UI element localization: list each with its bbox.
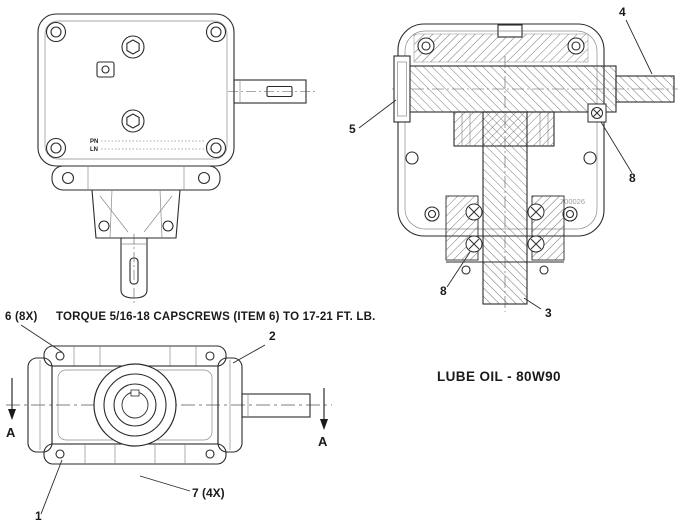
leader-line-7: [139, 475, 191, 492]
aa-top-flange: [43, 345, 227, 367]
front-output-shaft: [120, 234, 148, 306]
pn-label: PN: [90, 139, 98, 145]
gearbox-section-aa-view: A A: [6, 345, 332, 465]
leader-line-2: [232, 344, 266, 364]
front-lower-housing: [91, 189, 181, 239]
front-corner-capscrews: [45, 21, 227, 159]
front-input-shaft: [228, 79, 316, 104]
section-arrow-left: [8, 409, 16, 420]
callout-2-label: 2: [269, 329, 276, 343]
leader-line-1: [40, 459, 63, 515]
lube-oil-note: LUBE OIL - 80W90: [437, 369, 561, 384]
leader-line-8-bottom: [446, 251, 471, 288]
leader-line-4: [625, 19, 653, 75]
front-bottom-flange: [51, 165, 221, 191]
section-marker-a-left: A: [6, 378, 16, 440]
section-bearings: [465, 103, 607, 253]
aa-bottom-flange: [43, 443, 227, 465]
callout-8-top-label: 8: [629, 171, 636, 185]
section-end-cap: [393, 55, 411, 123]
front-housing-inner-face: [44, 20, 228, 160]
callout-4-label: 4: [619, 5, 626, 19]
ln-label: LN: [90, 147, 98, 153]
leader-line-8-top: [600, 121, 633, 174]
part-number-watermark: 700026: [560, 197, 585, 206]
leader-line-5: [358, 99, 397, 129]
section-letter-a-left: A: [6, 425, 16, 440]
callout-7-label: 7 (4X): [192, 486, 225, 500]
section-marker-a-right: A: [318, 388, 328, 449]
callout-1-label: 1: [35, 509, 42, 523]
front-nameplate-boss: [96, 61, 115, 78]
callout-8-bottom-label: 8: [440, 284, 447, 298]
aa-side-shaft: [241, 393, 311, 418]
aa-center-bore: [93, 363, 177, 447]
section-housing-wall-hatch: [413, 33, 589, 63]
front-center-hex-bolts: [121, 35, 145, 133]
callout-3-label: 3: [545, 306, 552, 320]
section-letter-a-right: A: [318, 434, 328, 449]
callout-5-label: 5: [349, 122, 356, 136]
section-input-shaft-extension: [615, 75, 675, 103]
leader-line-3: [523, 297, 542, 310]
section-arrow-right: [320, 419, 328, 430]
annotations: 6 (8X) TORQUE 5/16-18 CAPSCREWS (ITEM 6)…: [5, 5, 653, 523]
torque-callout-6: 6 (8X): [5, 311, 38, 323]
section-perimeter-bolts: [405, 37, 597, 222]
gearbox-front-view: PN LN: [37, 13, 316, 306]
gearbox-cross-section-view: 700026: [392, 23, 678, 312]
torque-note: TORQUE 5/16-18 CAPSCREWS (ITEM 6) TO 17-…: [56, 311, 376, 323]
leader-line-6: [20, 324, 63, 353]
